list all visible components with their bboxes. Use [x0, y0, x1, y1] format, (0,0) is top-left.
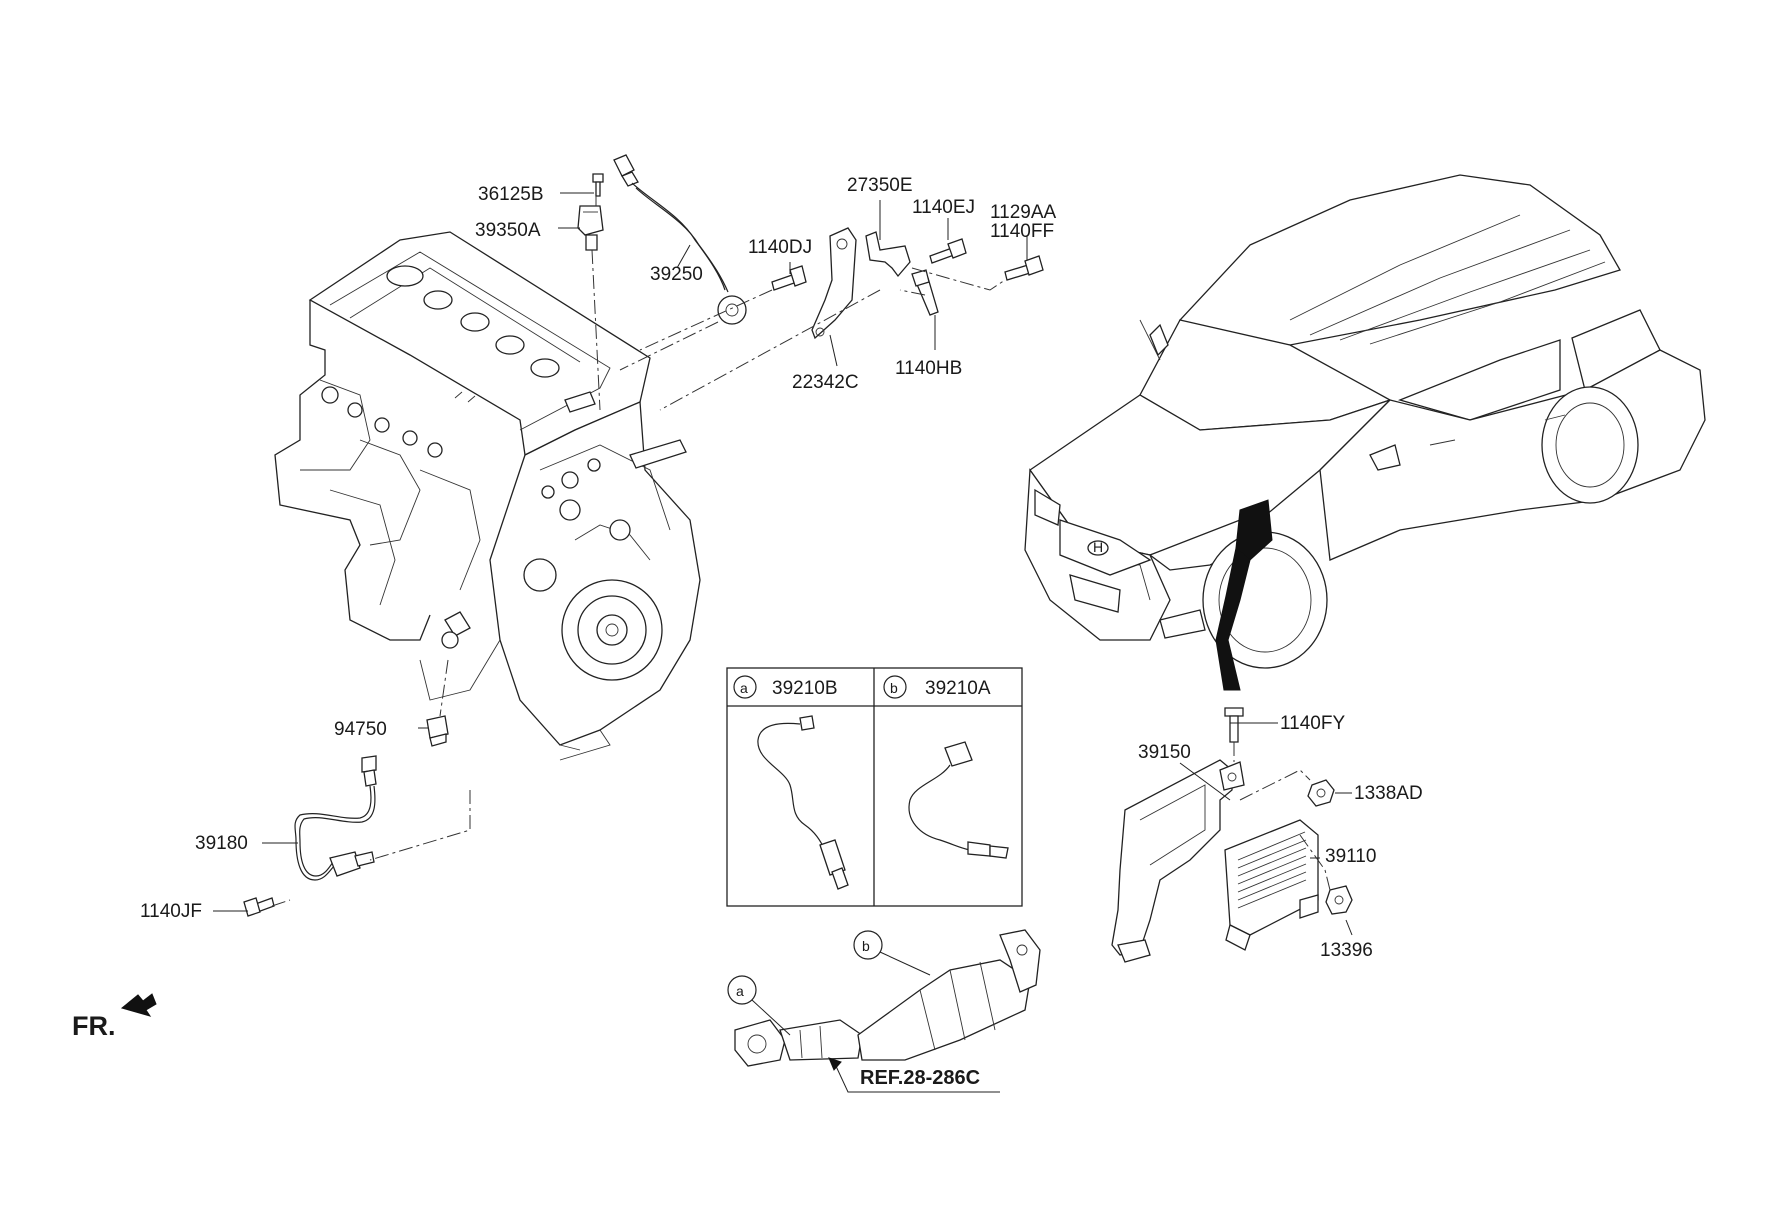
sensor-39180[interactable]	[294, 755, 377, 881]
label-1140DJ: 1140DJ	[748, 237, 812, 258]
vehicle-badge: H	[1093, 539, 1103, 555]
label-1140FF: 1140FF	[990, 221, 1054, 242]
sensor-39210A[interactable]	[908, 741, 1009, 859]
label-39350A: 39350A	[475, 220, 541, 241]
sensor-39250[interactable]	[613, 154, 747, 325]
bolt-1140FF[interactable]	[1004, 255, 1044, 281]
leader-lines	[213, 192, 1353, 936]
bolt-1140FY[interactable]	[1224, 707, 1244, 743]
label-13396: 13396	[1320, 940, 1373, 961]
label-36125B: 36125B	[478, 184, 544, 205]
ecu-39110[interactable]	[1224, 819, 1319, 951]
label-39180: 39180	[195, 833, 248, 854]
label-27350E: 27350E	[847, 175, 913, 196]
front-indicator: FR.	[72, 993, 157, 1041]
assembly-lines	[271, 196, 1006, 907]
table-marker-b: b	[890, 680, 898, 696]
sensor-39210B[interactable]	[757, 715, 849, 890]
label-39210A: 39210A	[925, 678, 991, 699]
label-39210B: 39210B	[772, 678, 838, 699]
ecu-assembly-lines	[1233, 742, 1331, 891]
bolt-1140DJ[interactable]	[771, 265, 807, 291]
bracket-22342C[interactable]	[811, 227, 857, 340]
switch-94750[interactable]	[426, 715, 449, 747]
bolt-1140HB[interactable]	[911, 269, 939, 316]
reference-label: REF.28-286C	[860, 1067, 980, 1089]
nut-1338AD[interactable]	[1307, 779, 1335, 807]
bolt-36125B[interactable]	[592, 173, 604, 197]
label-39150: 39150	[1138, 742, 1191, 763]
svg-text:b: b	[862, 938, 870, 954]
nut-13396[interactable]	[1325, 885, 1353, 915]
bracket-27350E[interactable]	[865, 231, 911, 278]
engine-assembly	[274, 231, 701, 761]
callout-b: b	[853, 930, 931, 976]
bolt-1140JF[interactable]	[243, 897, 275, 917]
label-39250: 39250	[650, 264, 703, 285]
part-labels: 36125B 39350A 39250 1140DJ 27350E 1140EJ…	[140, 175, 1423, 961]
label-39110: 39110	[1325, 846, 1376, 867]
catalytic-converter	[734, 929, 1041, 1067]
label-22342C: 22342C	[792, 372, 859, 393]
label-1338AD: 1338AD	[1354, 783, 1423, 804]
vehicle-illustration: H	[1024, 174, 1706, 691]
label-1140EJ: 1140EJ	[912, 197, 975, 218]
bracket-39150[interactable]	[1111, 759, 1245, 963]
bolt-1140EJ[interactable]	[929, 238, 967, 264]
label-1140HB: 1140HB	[895, 358, 962, 379]
o2-sensor-table: a b	[726, 667, 1023, 907]
front-label: FR.	[72, 1011, 116, 1041]
table-marker-a: a	[740, 680, 748, 696]
reference-callout: REF.28-286C	[828, 1057, 1000, 1093]
sensor-39350A[interactable]	[577, 205, 604, 251]
svg-text:a: a	[736, 983, 744, 999]
label-1140FY: 1140FY	[1280, 713, 1345, 734]
label-1129AA: 1129AA	[990, 202, 1057, 223]
label-1140JF: 1140JF	[140, 901, 202, 922]
label-94750: 94750	[334, 719, 387, 740]
callout-a: a	[727, 975, 791, 1036]
